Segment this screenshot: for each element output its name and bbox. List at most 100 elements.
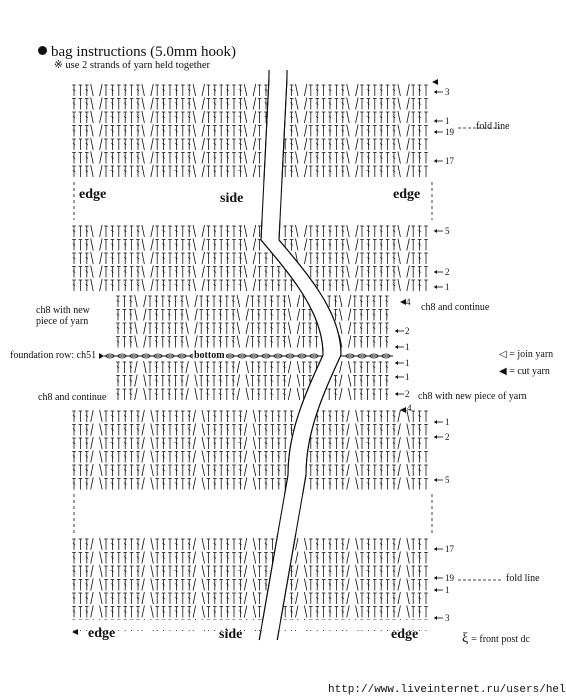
stitch-shell xyxy=(346,151,350,164)
stitch-dc-bar xyxy=(341,482,345,485)
stitch-dc-bar xyxy=(111,583,114,586)
stitch-dc-bar xyxy=(418,455,421,458)
stitch-shell xyxy=(90,278,94,292)
stitch-dc-bar xyxy=(418,542,421,546)
stitch-dc-bar xyxy=(213,156,217,159)
row-arrow-head xyxy=(434,229,437,233)
stitch-dc-bar xyxy=(367,283,370,287)
stitch-cluster xyxy=(406,605,410,618)
stitch-dc-bar xyxy=(392,455,396,458)
stitch-dc-bar xyxy=(175,156,178,159)
stitch-dc-bar xyxy=(72,169,76,173)
stitch-dc-bar xyxy=(290,129,293,132)
stitch-cluster xyxy=(236,360,240,374)
stitch-shell xyxy=(348,335,352,348)
stitch-dc-bar xyxy=(379,256,383,260)
stitch-dc-bar xyxy=(379,243,383,246)
stitch-cluster xyxy=(252,423,257,436)
stitch-dc-bar xyxy=(392,569,396,573)
stitch-dc-bar xyxy=(283,340,286,343)
stitch-cluster xyxy=(243,450,248,463)
stitch-shell xyxy=(243,238,248,251)
stitch-shell xyxy=(406,238,410,251)
stitch-dc-bar xyxy=(239,169,242,173)
stitch-dc-bar xyxy=(418,441,421,445)
stitch-cluster xyxy=(99,450,103,463)
stitch-dc-bar xyxy=(239,596,242,600)
stitch-dc-bar xyxy=(328,596,332,600)
stitch-dc-bar xyxy=(72,482,76,485)
stitch-dc-bar xyxy=(175,229,178,233)
stitch-dc-bar xyxy=(264,556,268,559)
stitch-dc-bar xyxy=(155,365,158,369)
legend-front-post-dc: ξ= front post dc xyxy=(462,631,530,647)
stitch-dc-bar xyxy=(334,299,337,303)
stitch-dc-bar xyxy=(206,379,209,382)
stitch-shell xyxy=(339,294,343,308)
stitch-dc-bar xyxy=(175,556,178,559)
chain-stitch xyxy=(345,353,355,359)
stitch-shell xyxy=(252,238,257,251)
stitch-shell xyxy=(252,137,257,151)
stitch-dc-bar xyxy=(341,569,345,573)
stitch-dc-bar xyxy=(123,583,127,586)
row-number: 17 xyxy=(445,544,454,554)
stitch-dc-bar xyxy=(341,455,345,458)
watermark-url: http://www.liveinternet.ru/users/helam/ xyxy=(328,684,566,696)
stitch-dc-bar xyxy=(308,326,312,330)
stitch-dc-bar xyxy=(270,299,273,303)
stitch-shell xyxy=(141,110,145,124)
stitch-dc-bar xyxy=(85,428,89,431)
stitch-cluster xyxy=(141,477,145,490)
stitch-shell xyxy=(406,97,410,110)
stitch-cluster xyxy=(99,605,103,618)
stitch-shell xyxy=(192,238,196,251)
stitch-cluster xyxy=(99,409,103,423)
stitch-shell xyxy=(90,83,94,97)
stitch-dc-bar xyxy=(72,283,76,287)
edge-label-top-left: edge xyxy=(79,187,107,202)
stitch-dc-bar xyxy=(72,468,76,472)
stitch-shell xyxy=(295,97,299,110)
stitch-shell xyxy=(134,335,138,348)
stitch-dc-bar xyxy=(239,243,242,246)
stitch-cluster xyxy=(243,423,248,436)
stitch-dc-bar xyxy=(239,482,242,485)
stitch-dc-bar xyxy=(315,283,319,287)
stitch-dc-bar xyxy=(392,542,396,546)
stitch-dc-bar xyxy=(155,340,158,343)
stitch-cluster xyxy=(287,360,292,374)
stitch-cluster xyxy=(192,578,196,591)
stitch-dc-bar xyxy=(111,256,114,260)
stitch-dc-bar xyxy=(367,270,370,273)
stitch-dc-bar xyxy=(136,583,140,586)
stitch-dc-bar xyxy=(213,142,217,146)
stitch-dc-bar xyxy=(315,542,319,546)
stitch-dc-bar xyxy=(162,270,165,273)
stitch-dc-bar xyxy=(239,556,242,559)
stitch-dc-bar xyxy=(226,455,229,458)
stitch-dc-bar xyxy=(379,482,383,485)
stitch-dc-bar xyxy=(85,229,89,233)
stitch-shell xyxy=(99,151,103,164)
stitch-shell xyxy=(304,83,308,97)
stitch-shell xyxy=(355,251,359,265)
stitch-dc-bar xyxy=(187,596,191,600)
chain-stitch xyxy=(165,353,175,359)
stitch-cluster xyxy=(192,423,196,436)
row-arrow-head xyxy=(434,159,437,163)
stitch-dc-bar xyxy=(187,142,191,146)
stitch-shell xyxy=(287,321,292,335)
stitch-dc-bar xyxy=(328,610,332,613)
row-number: 1 xyxy=(405,358,410,368)
stitch-dc-bar xyxy=(123,243,127,246)
stitch-shell xyxy=(150,97,154,110)
stitch-dc-bar xyxy=(392,556,396,559)
stitch-shell xyxy=(185,321,189,335)
stitch-dc-bar xyxy=(175,482,178,485)
row-number: 19 xyxy=(445,573,454,583)
stitch-dc-bar xyxy=(123,542,127,546)
gap-top xyxy=(70,182,450,220)
stitch-shell xyxy=(150,151,154,164)
stitch-shell xyxy=(355,265,359,278)
